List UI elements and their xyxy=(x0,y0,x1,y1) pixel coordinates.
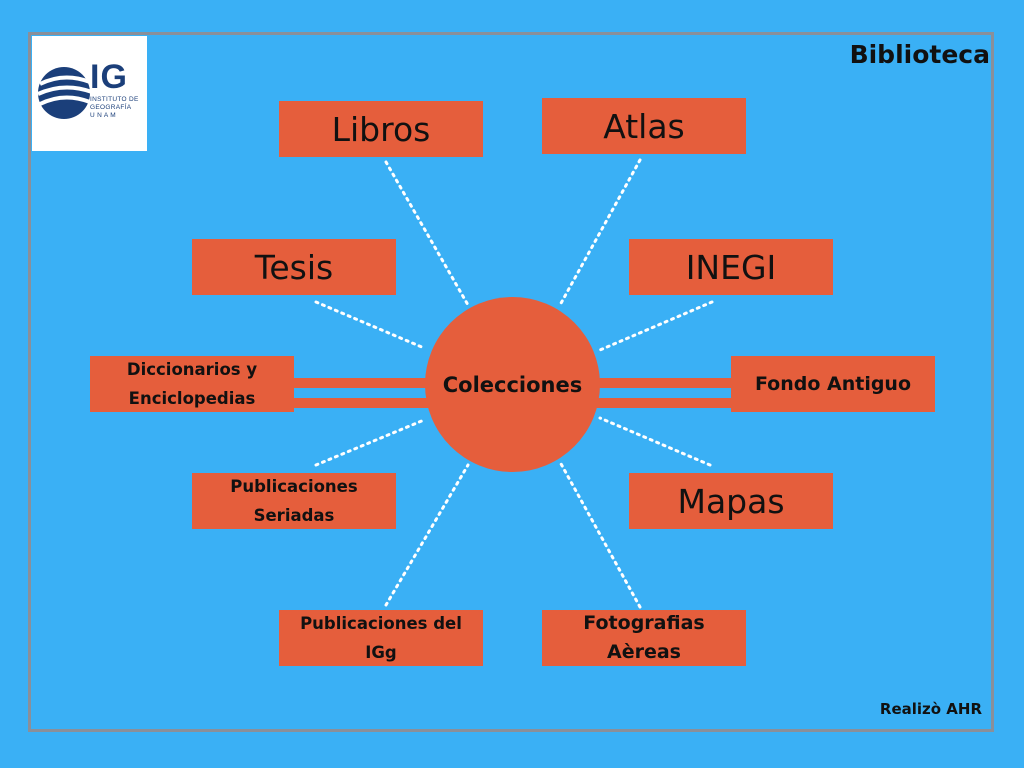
center-node-colecciones: Colecciones xyxy=(425,297,600,472)
node-diccionarios: Diccionarios y Enciclopedias xyxy=(90,356,294,412)
globe-icon xyxy=(37,67,93,119)
bar-left-top xyxy=(292,378,432,388)
bar-left-bottom xyxy=(292,398,432,408)
connector-seriadas xyxy=(314,418,426,467)
connector-atlas xyxy=(558,158,642,307)
node-libros: Libros xyxy=(279,101,483,157)
connector-mapas xyxy=(598,416,712,467)
node-atlas: Atlas xyxy=(542,98,746,154)
logo-letters: IG xyxy=(90,58,128,96)
node-fotografias-aereas: Fotografias Aèreas xyxy=(542,610,746,666)
bar-right-bottom xyxy=(595,398,735,408)
bar-right-top xyxy=(595,378,735,388)
node-inegi: INEGI xyxy=(629,239,833,295)
node-mapas: Mapas xyxy=(629,473,833,529)
diagram-frame xyxy=(28,32,994,732)
node-tesis: Tesis xyxy=(192,239,396,295)
logo-subtitle: INSTITUTO DE GEOGRAFÍA U N A M xyxy=(90,96,139,119)
connector-tesis xyxy=(314,300,426,350)
connector-inegi xyxy=(598,300,714,352)
page-title: Biblioteca xyxy=(849,40,990,69)
connector-igg xyxy=(384,463,470,607)
igg-logo: IG INSTITUTO DE GEOGRAFÍA U N A M xyxy=(32,36,147,151)
author-credit: Realizò AHR xyxy=(879,700,982,718)
node-fondo-antiguo: Fondo Antiguo xyxy=(731,356,935,412)
connector-fotografias xyxy=(558,460,642,609)
connector-libros xyxy=(384,160,470,307)
node-publicaciones-igg: Publicaciones del IGg xyxy=(279,610,483,666)
node-publicaciones-seriadas: Publicaciones Seriadas xyxy=(192,473,396,529)
